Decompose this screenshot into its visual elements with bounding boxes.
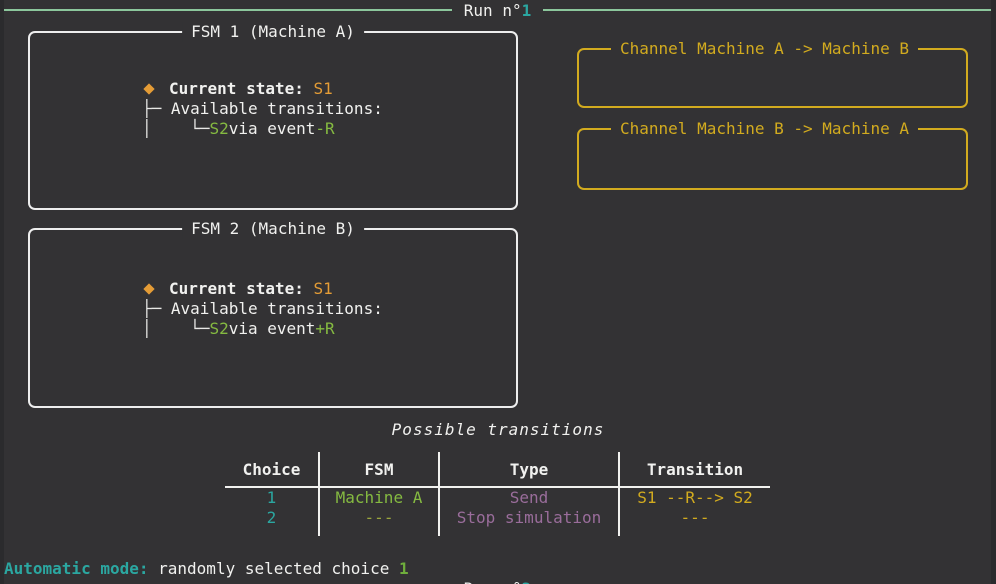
- tree-branch-glyph: ├─: [142, 299, 171, 318]
- run-number: 1: [521, 0, 532, 20]
- fsm2-panel: FSM 2 (Machine B) Current state: S1 ├─ A…: [28, 219, 518, 408]
- fsm2-current-state-line: Current state: S1: [142, 279, 383, 299]
- run-title-prefix: Run n°: [463, 0, 522, 20]
- target-state: S2: [209, 119, 229, 138]
- next-run-number: 2: [522, 579, 532, 584]
- next-run-title: Run n°2: [452, 579, 543, 584]
- transitions-label: Available transitions:: [170, 299, 383, 318]
- window-right-edge: [991, 0, 996, 584]
- next-run-title-prefix: Run n°: [464, 579, 522, 584]
- channel-a-to-b-title: Channel Machine A -> Machine B: [611, 39, 918, 59]
- column-header-fsm: FSM: [318, 452, 438, 488]
- event-name: +R: [315, 319, 335, 338]
- fsm1-content: Current state: S1 ├─ Available transitio…: [142, 79, 383, 139]
- transitions-label: Available transitions:: [170, 99, 383, 118]
- state-bullet-icon: [143, 283, 155, 295]
- tree-branch-glyph: ├─: [142, 99, 171, 118]
- channel-b-to-a-title: Channel Machine B -> Machine A: [611, 119, 918, 139]
- run-title: Run n°1: [452, 1, 543, 20]
- run-header-rule-right: [543, 9, 991, 11]
- target-state: S2: [209, 319, 229, 338]
- table-row-fsm: ---: [318, 508, 438, 528]
- fsm1-transitions-line: ├─ Available transitions:: [142, 99, 383, 119]
- table-row-type: Stop simulation: [438, 508, 618, 528]
- tree-leaf-glyph: │ └─: [142, 319, 210, 338]
- automatic-mode-label: Automatic mode:: [4, 559, 149, 578]
- via-event-label: via event: [228, 319, 316, 338]
- table-row-type: Send: [438, 488, 618, 508]
- status-line: Automatic mode: randomly selected choice…: [4, 559, 409, 579]
- table-row-fsm: Machine A: [318, 488, 438, 508]
- via-event-label: via event: [228, 119, 316, 138]
- table-row-transition: ---: [618, 508, 770, 528]
- table-row-choice: 1: [266, 488, 277, 507]
- status-text: randomly selected choice: [158, 559, 390, 578]
- tree-leaf-glyph: │ └─: [142, 119, 210, 138]
- event-name: -R: [315, 119, 335, 138]
- channel-b-to-a-panel: Channel Machine B -> Machine A: [577, 119, 968, 190]
- column-header-type: Type: [438, 452, 618, 488]
- next-run-header: Run n°2: [4, 578, 991, 584]
- current-state-label: Current state:: [169, 279, 314, 298]
- state-bullet-icon: [143, 83, 155, 95]
- column-header-transition: Transition: [618, 452, 770, 488]
- table-row-choice: 2: [266, 508, 277, 527]
- fsm2-content: Current state: S1 ├─ Available transitio…: [142, 279, 383, 339]
- fsm1-transition-item: │ └─ S2 via event -R: [142, 119, 383, 139]
- window-left-edge: [0, 0, 4, 584]
- current-state-label: Current state:: [169, 79, 314, 98]
- fsm1-current-state-line: Current state: S1: [142, 79, 383, 99]
- fsm1-panel: FSM 1 (Machine A) Current state: S1 ├─ A…: [28, 22, 518, 210]
- transitions-table: Choice FSM Type Transition 1 Machine A S…: [225, 452, 770, 536]
- fsm2-transitions-line: ├─ Available transitions:: [142, 299, 383, 319]
- table-row-transition: S1 --R--> S2: [618, 488, 770, 508]
- fsm1-panel-title: FSM 1 (Machine A): [182, 22, 364, 42]
- current-state-value: S1: [313, 279, 333, 298]
- channel-a-to-b-panel: Channel Machine A -> Machine B: [577, 39, 968, 108]
- transitions-table-title: Possible transitions: [391, 420, 605, 439]
- fsm2-transition-item: │ └─ S2 via event +R: [142, 319, 383, 339]
- selected-choice-number: 1: [398, 559, 409, 578]
- current-state-value: S1: [313, 79, 333, 98]
- column-header-choice: Choice: [225, 452, 318, 488]
- run-header-rule-left: [4, 9, 452, 11]
- fsm2-panel-title: FSM 2 (Machine B): [182, 219, 364, 239]
- run-header: Run n°1: [4, 0, 991, 20]
